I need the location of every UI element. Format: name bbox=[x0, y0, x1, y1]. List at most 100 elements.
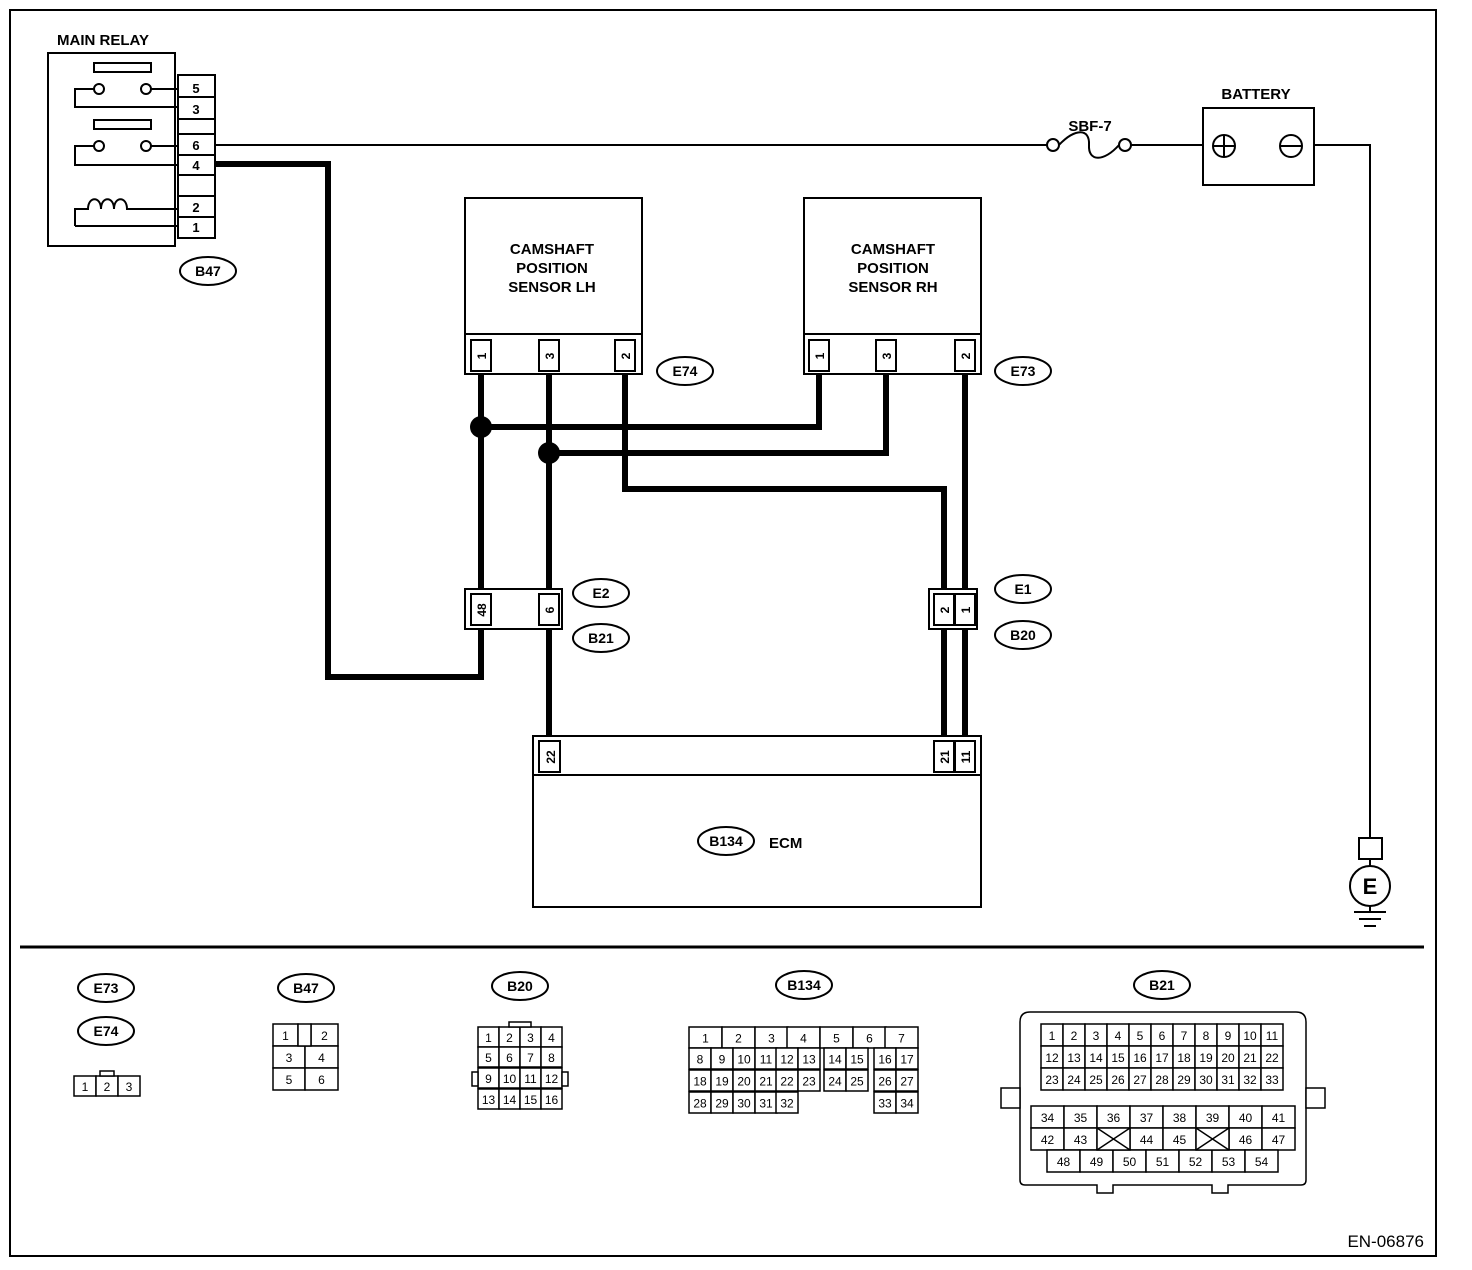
b21-cell-46: 46 bbox=[1239, 1133, 1253, 1147]
b21-cell-41: 41 bbox=[1272, 1111, 1286, 1125]
b20-cell-7: 7 bbox=[527, 1051, 534, 1065]
rh-label-line1: CAMSHAFT bbox=[851, 241, 935, 258]
e2-pin-6: 6 bbox=[543, 606, 557, 613]
b21-cell-53: 53 bbox=[1222, 1155, 1236, 1169]
lh-label-line2: POSITION bbox=[516, 260, 588, 277]
b21-cell-23: 23 bbox=[1045, 1073, 1059, 1087]
b134-cell-19: 19 bbox=[715, 1075, 729, 1089]
b134-cell-5: 5 bbox=[833, 1032, 840, 1046]
b134-cell-31: 31 bbox=[759, 1097, 773, 1111]
ground-e: E bbox=[1349, 837, 1391, 927]
b21-cell-20: 20 bbox=[1221, 1051, 1235, 1065]
b47-cell-2: 2 bbox=[321, 1029, 328, 1043]
connector-tag-b47: B47 bbox=[195, 263, 221, 279]
b20-cell-6: 6 bbox=[506, 1051, 513, 1065]
ecm-pin-11: 11 bbox=[959, 750, 973, 763]
b21-cell-4: 4 bbox=[1115, 1029, 1122, 1043]
b21-cell-42: 42 bbox=[1041, 1133, 1055, 1147]
e73-cell-3: 3 bbox=[126, 1080, 133, 1094]
legend-tag-b20: B20 bbox=[507, 978, 533, 994]
relay-pin-2: 2 bbox=[192, 200, 199, 215]
b21-cell-54: 54 bbox=[1255, 1155, 1269, 1169]
b20-cell-12: 12 bbox=[545, 1072, 559, 1086]
ecm-label: ECM bbox=[769, 835, 802, 852]
b20-cell-8: 8 bbox=[548, 1051, 555, 1065]
b134-cell-4: 4 bbox=[800, 1032, 807, 1046]
connector-tag-e1: E1 bbox=[1014, 581, 1031, 597]
b134-cell-1: 1 bbox=[702, 1032, 709, 1046]
legend-tag-b134: B134 bbox=[787, 977, 821, 993]
b134-cell-25: 25 bbox=[850, 1075, 864, 1089]
b21-cell-38: 38 bbox=[1173, 1111, 1187, 1125]
b134-cell-29: 29 bbox=[715, 1097, 729, 1111]
e1-pin-1: 1 bbox=[959, 606, 973, 613]
b21-cell-52: 52 bbox=[1189, 1155, 1203, 1169]
b134-cell-26: 26 bbox=[878, 1075, 892, 1089]
camshaft-sensor-rh: CAMSHAFT POSITION SENSOR RH 1 3 2 E73 bbox=[803, 197, 1052, 386]
b21-cell-33: 33 bbox=[1265, 1073, 1279, 1087]
b134-cell-20: 20 bbox=[737, 1075, 751, 1089]
connector-tag-e2: E2 bbox=[592, 585, 609, 601]
connector-tag-e73: E73 bbox=[1011, 363, 1036, 379]
b21-cell-9: 9 bbox=[1225, 1029, 1232, 1043]
lh-pin-2: 2 bbox=[619, 352, 633, 359]
ecm-pin-21: 21 bbox=[938, 750, 952, 764]
b21-cell-39: 39 bbox=[1206, 1111, 1220, 1125]
b134-cell-15: 15 bbox=[850, 1053, 864, 1067]
b20-cell-1: 1 bbox=[485, 1031, 492, 1045]
b21-cell-36: 36 bbox=[1107, 1111, 1121, 1125]
b134-cell-16: 16 bbox=[878, 1053, 892, 1067]
camshaft-sensor-lh: CAMSHAFT POSITION SENSOR LH 1 3 2 E74 bbox=[464, 197, 714, 386]
b21-cell-32: 32 bbox=[1243, 1073, 1257, 1087]
signal-wires bbox=[215, 161, 968, 738]
b134-cell-13: 13 bbox=[802, 1053, 816, 1067]
b21-cell-47: 47 bbox=[1272, 1133, 1286, 1147]
b20-cell-10: 10 bbox=[503, 1072, 517, 1086]
b21-cell-22: 22 bbox=[1265, 1051, 1279, 1065]
fuse-label: SBF-7 bbox=[1068, 118, 1111, 135]
rh-pin-1: 1 bbox=[813, 352, 827, 359]
b21-cell-45: 45 bbox=[1173, 1133, 1187, 1147]
b21-cell-28: 28 bbox=[1155, 1073, 1169, 1087]
legend-tag-e74: E74 bbox=[94, 1023, 119, 1039]
ecm: 22 21 11 B134 ECM bbox=[532, 735, 982, 908]
b134-cell-17: 17 bbox=[900, 1053, 914, 1067]
splice-point-2 bbox=[538, 442, 560, 464]
b21-cell-5: 5 bbox=[1137, 1029, 1144, 1043]
b134-cell-32: 32 bbox=[780, 1097, 794, 1111]
lh-label-line3: SENSOR LH bbox=[508, 279, 596, 296]
b21-cell-19: 19 bbox=[1199, 1051, 1213, 1065]
b21-cell-2: 2 bbox=[1071, 1029, 1078, 1043]
b21-cell-17: 17 bbox=[1155, 1051, 1169, 1065]
ecm-pin-22: 22 bbox=[544, 750, 558, 764]
b47-cell-3: 3 bbox=[286, 1051, 293, 1065]
e2-pin-48: 48 bbox=[475, 603, 489, 617]
b134-cell-14: 14 bbox=[828, 1053, 842, 1067]
b47-cell-5: 5 bbox=[286, 1073, 293, 1087]
b134-cell-33: 33 bbox=[878, 1097, 892, 1111]
b20-cell-5: 5 bbox=[485, 1051, 492, 1065]
relay-pin-1: 1 bbox=[192, 220, 199, 235]
wire-battery-ground bbox=[1314, 144, 1371, 838]
b21-cell-50: 50 bbox=[1123, 1155, 1137, 1169]
b21-cell-26: 26 bbox=[1111, 1073, 1125, 1087]
battery-label: BATTERY bbox=[1221, 86, 1290, 103]
b134-cell-18: 18 bbox=[693, 1075, 707, 1089]
b134-cell-30: 30 bbox=[737, 1097, 751, 1111]
b134-cell-28: 28 bbox=[693, 1097, 707, 1111]
b21-cell-18: 18 bbox=[1177, 1051, 1191, 1065]
b21-cell-11: 11 bbox=[1266, 1029, 1279, 1043]
b20-cell-11: 11 bbox=[524, 1072, 537, 1086]
b21-cell-49: 49 bbox=[1090, 1155, 1104, 1169]
b21-cell-7: 7 bbox=[1181, 1029, 1188, 1043]
b21-cell-40: 40 bbox=[1239, 1111, 1253, 1125]
legend-tag-b21: B21 bbox=[1149, 977, 1175, 993]
b47-cell-1: 1 bbox=[282, 1029, 289, 1043]
b21-cell-34: 34 bbox=[1041, 1111, 1055, 1125]
b134-cell-10: 10 bbox=[737, 1053, 751, 1067]
lh-pin-1: 1 bbox=[475, 352, 489, 359]
